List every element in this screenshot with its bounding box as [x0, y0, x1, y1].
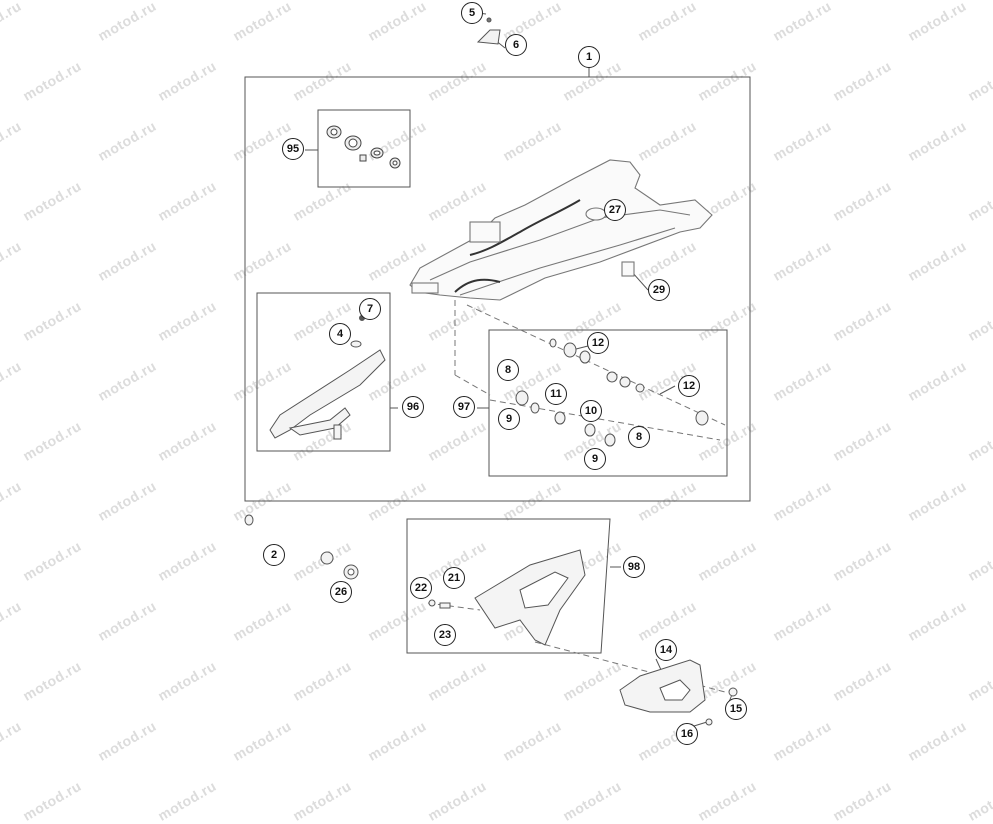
group-box-95: [317, 109, 411, 188]
callout-6[interactable]: 6: [505, 34, 527, 56]
swingarm-body: [409, 159, 713, 301]
callout-2[interactable]: 2: [263, 544, 285, 566]
watermark-text: motod.ru: [965, 777, 993, 824]
watermark-text: motod.ru: [560, 777, 624, 824]
callout-29[interactable]: 29: [648, 279, 670, 301]
callout-21[interactable]: 21: [443, 567, 465, 589]
watermark-text: motod.ru: [155, 777, 219, 824]
watermark-text: motod.ru: [425, 777, 489, 824]
callout-95[interactable]: 95: [282, 138, 304, 160]
group-box-97: [488, 329, 728, 477]
callout-7[interactable]: 7: [359, 298, 381, 320]
callout-8b[interactable]: 8: [628, 426, 650, 448]
callout-15[interactable]: 15: [725, 698, 747, 720]
callout-97[interactable]: 97: [453, 396, 475, 418]
group-box-96: [256, 292, 391, 452]
callout-16[interactable]: 16: [676, 723, 698, 745]
callout-23[interactable]: 23: [434, 624, 456, 646]
callout-96[interactable]: 96: [402, 396, 424, 418]
callout-4[interactable]: 4: [329, 323, 351, 345]
callout-9a[interactable]: 9: [498, 408, 520, 430]
callout-22[interactable]: 22: [410, 577, 432, 599]
callout-1[interactable]: 1: [578, 46, 600, 68]
callout-12a[interactable]: 12: [587, 332, 609, 354]
group-box-1: [244, 76, 751, 502]
watermark-text: motod.ru: [20, 777, 84, 824]
swingarm-exploded-diagram: [244, 12, 751, 727]
callout-8a[interactable]: 8: [497, 359, 519, 381]
watermark-text: motod.ru: [290, 777, 354, 824]
callout-98[interactable]: 98: [623, 556, 645, 578]
watermark-text: motod.ru: [830, 777, 894, 824]
callout-5[interactable]: 5: [461, 2, 483, 24]
callout-27[interactable]: 27: [604, 199, 626, 221]
callout-12b[interactable]: 12: [678, 375, 700, 397]
callout-11[interactable]: 11: [545, 383, 567, 405]
group-box-98: [406, 518, 611, 654]
callout-9b[interactable]: 9: [584, 448, 606, 470]
callout-14[interactable]: 14: [655, 639, 677, 661]
callout-10[interactable]: 10: [580, 400, 602, 422]
watermark-text: motod.ru: [695, 777, 759, 824]
callout-26[interactable]: 26: [330, 581, 352, 603]
